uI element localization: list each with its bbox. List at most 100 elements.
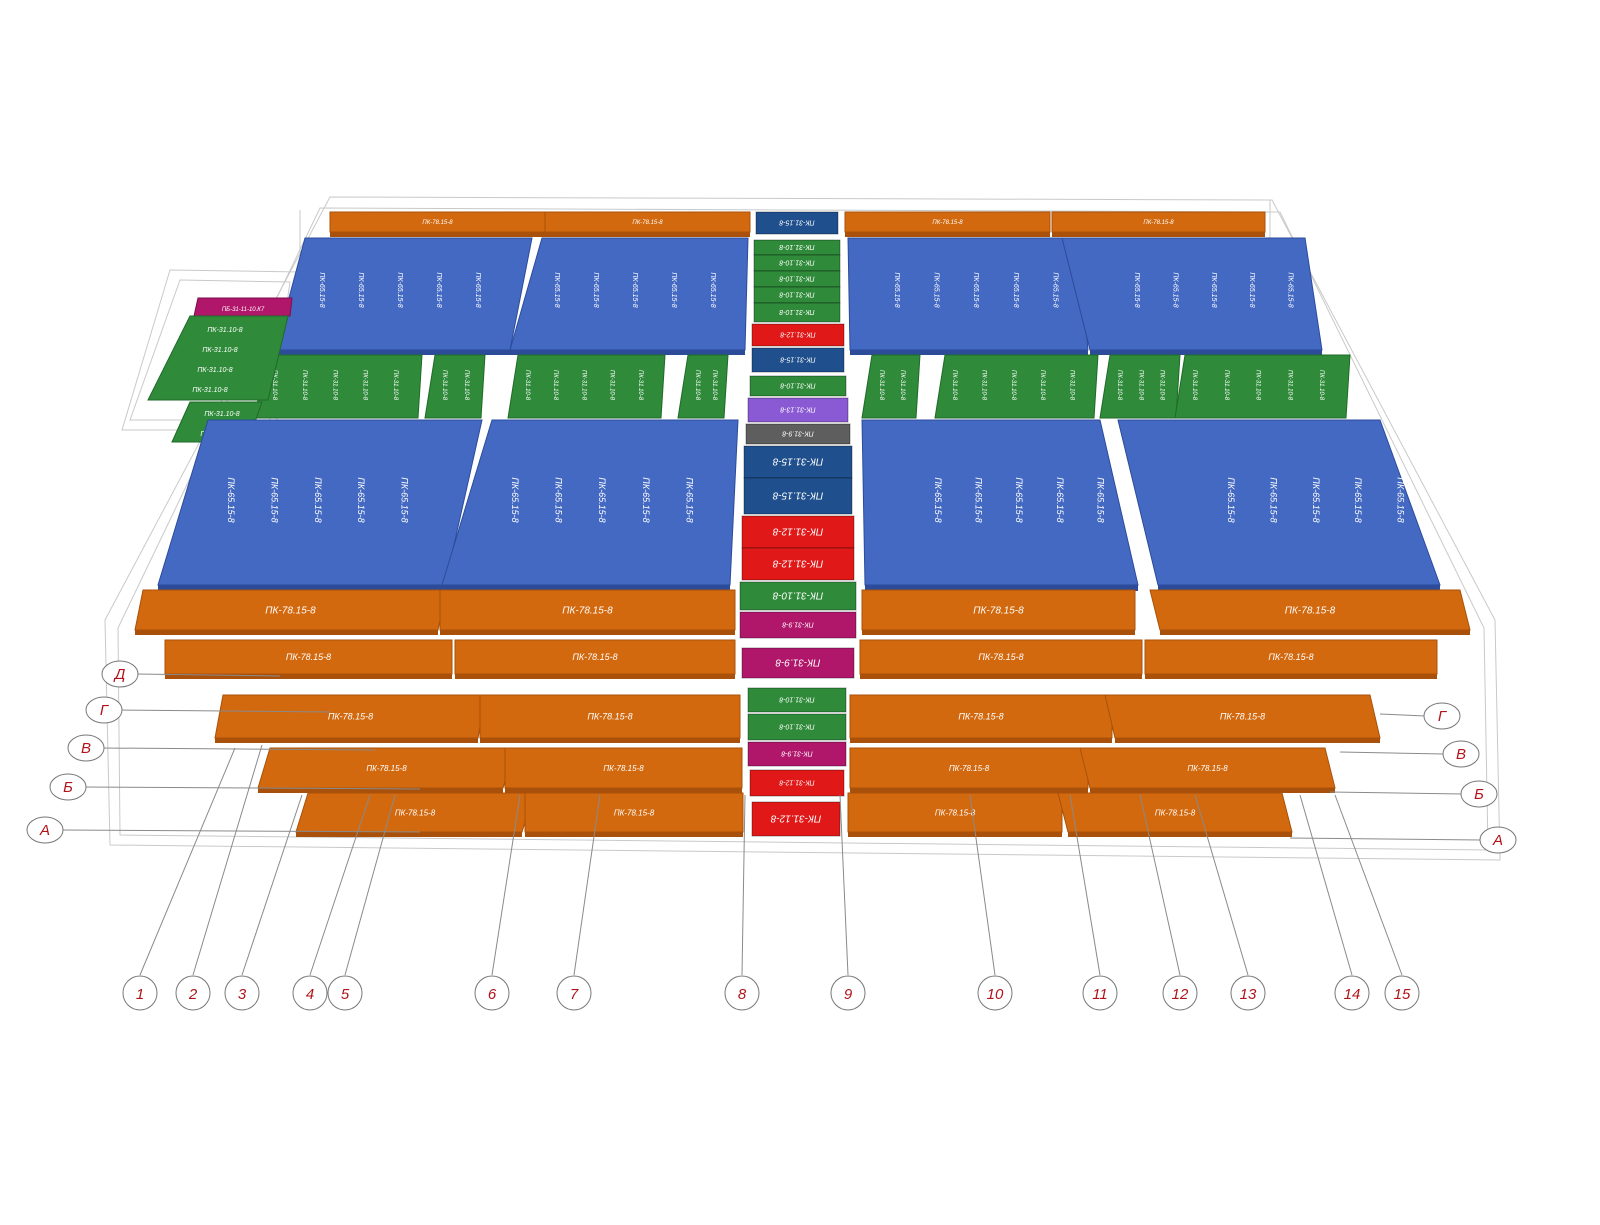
axis-leader bbox=[1299, 794, 1353, 976]
central-panel bbox=[747, 741, 847, 767]
panel-label: ПБ-31-11-10.К7 bbox=[222, 307, 265, 313]
axis-leader bbox=[192, 744, 263, 976]
slab-edge bbox=[850, 738, 1112, 743]
slab-edge bbox=[860, 674, 1142, 679]
slab-label: ПК-78.15-8 bbox=[1187, 764, 1228, 773]
central-panel-label: ПК-31.12-8 bbox=[780, 331, 815, 338]
axis-leader bbox=[1339, 751, 1445, 755]
slab-edge bbox=[135, 630, 438, 635]
panel-label: ПК-31.10-8 bbox=[1039, 370, 1045, 401]
panel-label: ПК-65.15-8 bbox=[554, 477, 564, 522]
axis-bubble-letter bbox=[67, 734, 105, 762]
panel-label: ПК-31.10-8 bbox=[392, 370, 398, 401]
slab-label: ПК-78.15-8 bbox=[958, 712, 1003, 722]
slab-edge bbox=[455, 674, 735, 679]
axis-number-label: 8 bbox=[738, 986, 747, 1003]
slab-label: ПК-78.15-8 bbox=[366, 764, 407, 773]
panel-label: ПК-65.15-8 bbox=[631, 272, 638, 307]
slab-label: ПК-78.15-8 bbox=[1143, 220, 1174, 226]
panel-label: ПК-65.15-8 bbox=[1012, 272, 1019, 307]
slab-label: ПК-78.15-8 bbox=[572, 652, 617, 662]
panel-label: ПК-65.15-8 bbox=[474, 272, 481, 307]
panel-label: ПК-65.15-8 bbox=[1268, 477, 1278, 522]
axis-leader bbox=[1379, 713, 1426, 717]
axis-letter-label: Д bbox=[113, 666, 126, 683]
slab-edge bbox=[275, 350, 510, 355]
axis-leader bbox=[344, 794, 396, 976]
axis-bubble-number bbox=[1162, 975, 1198, 1011]
axis-number-label: 3 bbox=[238, 986, 247, 1003]
central-panel bbox=[751, 801, 841, 837]
axis-bubble-letter bbox=[1479, 826, 1517, 854]
panel-label: ПК-31.10-8 bbox=[1159, 370, 1165, 401]
panel-label: ПК-31.10-8 bbox=[637, 370, 643, 401]
panel-label: ПК-31.10-8 bbox=[1010, 370, 1016, 401]
slab-label: ПК-78.15-8 bbox=[978, 652, 1023, 662]
slab-edge bbox=[505, 788, 742, 793]
axis-bubble-letter bbox=[49, 773, 87, 801]
axis-number-label: 6 bbox=[488, 986, 497, 1003]
axis-bubble-number bbox=[122, 975, 158, 1011]
panel-label: ПК-31.10-8 bbox=[207, 327, 242, 334]
slab-edge bbox=[296, 832, 522, 837]
panel-label: ПК-65.15-8 bbox=[1210, 272, 1217, 307]
slab-edge bbox=[850, 788, 1088, 793]
central-panel-label: ПК-31.10-8 bbox=[779, 308, 814, 315]
panel-label: ПК-31.10-8 bbox=[552, 370, 558, 401]
slab-edge bbox=[480, 738, 740, 743]
axis-number-label: 15 bbox=[1394, 986, 1411, 1003]
central-panel-label: ПК-31.12-8 bbox=[772, 558, 823, 569]
axis-leader bbox=[1329, 791, 1463, 795]
panel-label: ПК-65.15-8 bbox=[1311, 477, 1321, 522]
panel-label: ПК-65.15-8 bbox=[592, 272, 599, 307]
panel-label: ПК-31.10-8 bbox=[202, 347, 237, 354]
central-panel bbox=[739, 581, 857, 611]
panel-label: ПК-65.15-8 bbox=[313, 477, 323, 522]
slab-edge bbox=[862, 630, 1135, 635]
upper-floor-slab bbox=[1061, 237, 1323, 351]
slab-label: ПК-78.15-8 bbox=[587, 712, 632, 722]
central-panel bbox=[755, 211, 839, 235]
panel-label: ПК-65.15-8 bbox=[933, 477, 943, 522]
panel-label: ПК-65.15-8 bbox=[357, 272, 364, 307]
annex-beam bbox=[193, 297, 293, 317]
central-panel-label: ПК-31.15-8 bbox=[772, 456, 823, 467]
axis-number-label: 11 bbox=[1092, 986, 1108, 1003]
slab-edge bbox=[258, 788, 503, 793]
panel-label: ПК-31.10-8 bbox=[951, 370, 957, 401]
panel-label: ПК-65.15-8 bbox=[318, 272, 325, 307]
panel-label: ПК-65.15-8 bbox=[670, 272, 677, 307]
slab-label: ПК-78.15-8 bbox=[1268, 652, 1313, 662]
axis-letter-label: Г bbox=[100, 702, 110, 719]
panel-label: ПК-31.10-8 bbox=[301, 370, 307, 401]
panel-label: ПК-31.10-8 bbox=[711, 370, 717, 401]
axis-bubble-letter bbox=[1460, 780, 1498, 808]
panel-label: ПК-65.15-8 bbox=[226, 477, 236, 522]
central-panel-label: ПК-31.15-8 bbox=[780, 356, 815, 363]
slab-edge bbox=[1090, 788, 1335, 793]
central-panel-label: ПК-31.9-8 bbox=[775, 657, 820, 668]
central-panel bbox=[751, 347, 845, 373]
central-panel bbox=[747, 397, 849, 423]
panel-label: ПК-65.15-8 bbox=[553, 272, 560, 307]
green-panel-row bbox=[1174, 354, 1351, 419]
panel-label: ПК-65.15-8 bbox=[435, 272, 442, 307]
central-panel-label: ПК-31.10-8 bbox=[780, 382, 815, 389]
central-panel bbox=[753, 302, 841, 323]
axis-leader bbox=[1289, 837, 1482, 841]
central-panel-label: ПК-31.12-8 bbox=[770, 813, 821, 824]
central-panel-label: ПК-31.15-8 bbox=[772, 490, 823, 501]
axis-bubble-number bbox=[556, 975, 592, 1011]
slab-label: ПК-78.15-8 bbox=[328, 712, 373, 722]
central-panel-label: ПК-31.10-8 bbox=[779, 696, 814, 703]
panel-label: ПК-31.10-8 bbox=[271, 370, 277, 401]
central-panel bbox=[745, 423, 851, 445]
slab-label: ПК-78.15-8 bbox=[422, 220, 453, 226]
central-panel-label: ПК-31.10-8 bbox=[779, 723, 814, 730]
central-panel bbox=[749, 769, 845, 797]
panel-label: ПК-65.15-8 bbox=[893, 272, 900, 307]
slab-label: ПК-78.15-8 bbox=[286, 652, 331, 662]
axis-leader bbox=[135, 673, 281, 677]
axis-leader bbox=[1139, 794, 1181, 976]
